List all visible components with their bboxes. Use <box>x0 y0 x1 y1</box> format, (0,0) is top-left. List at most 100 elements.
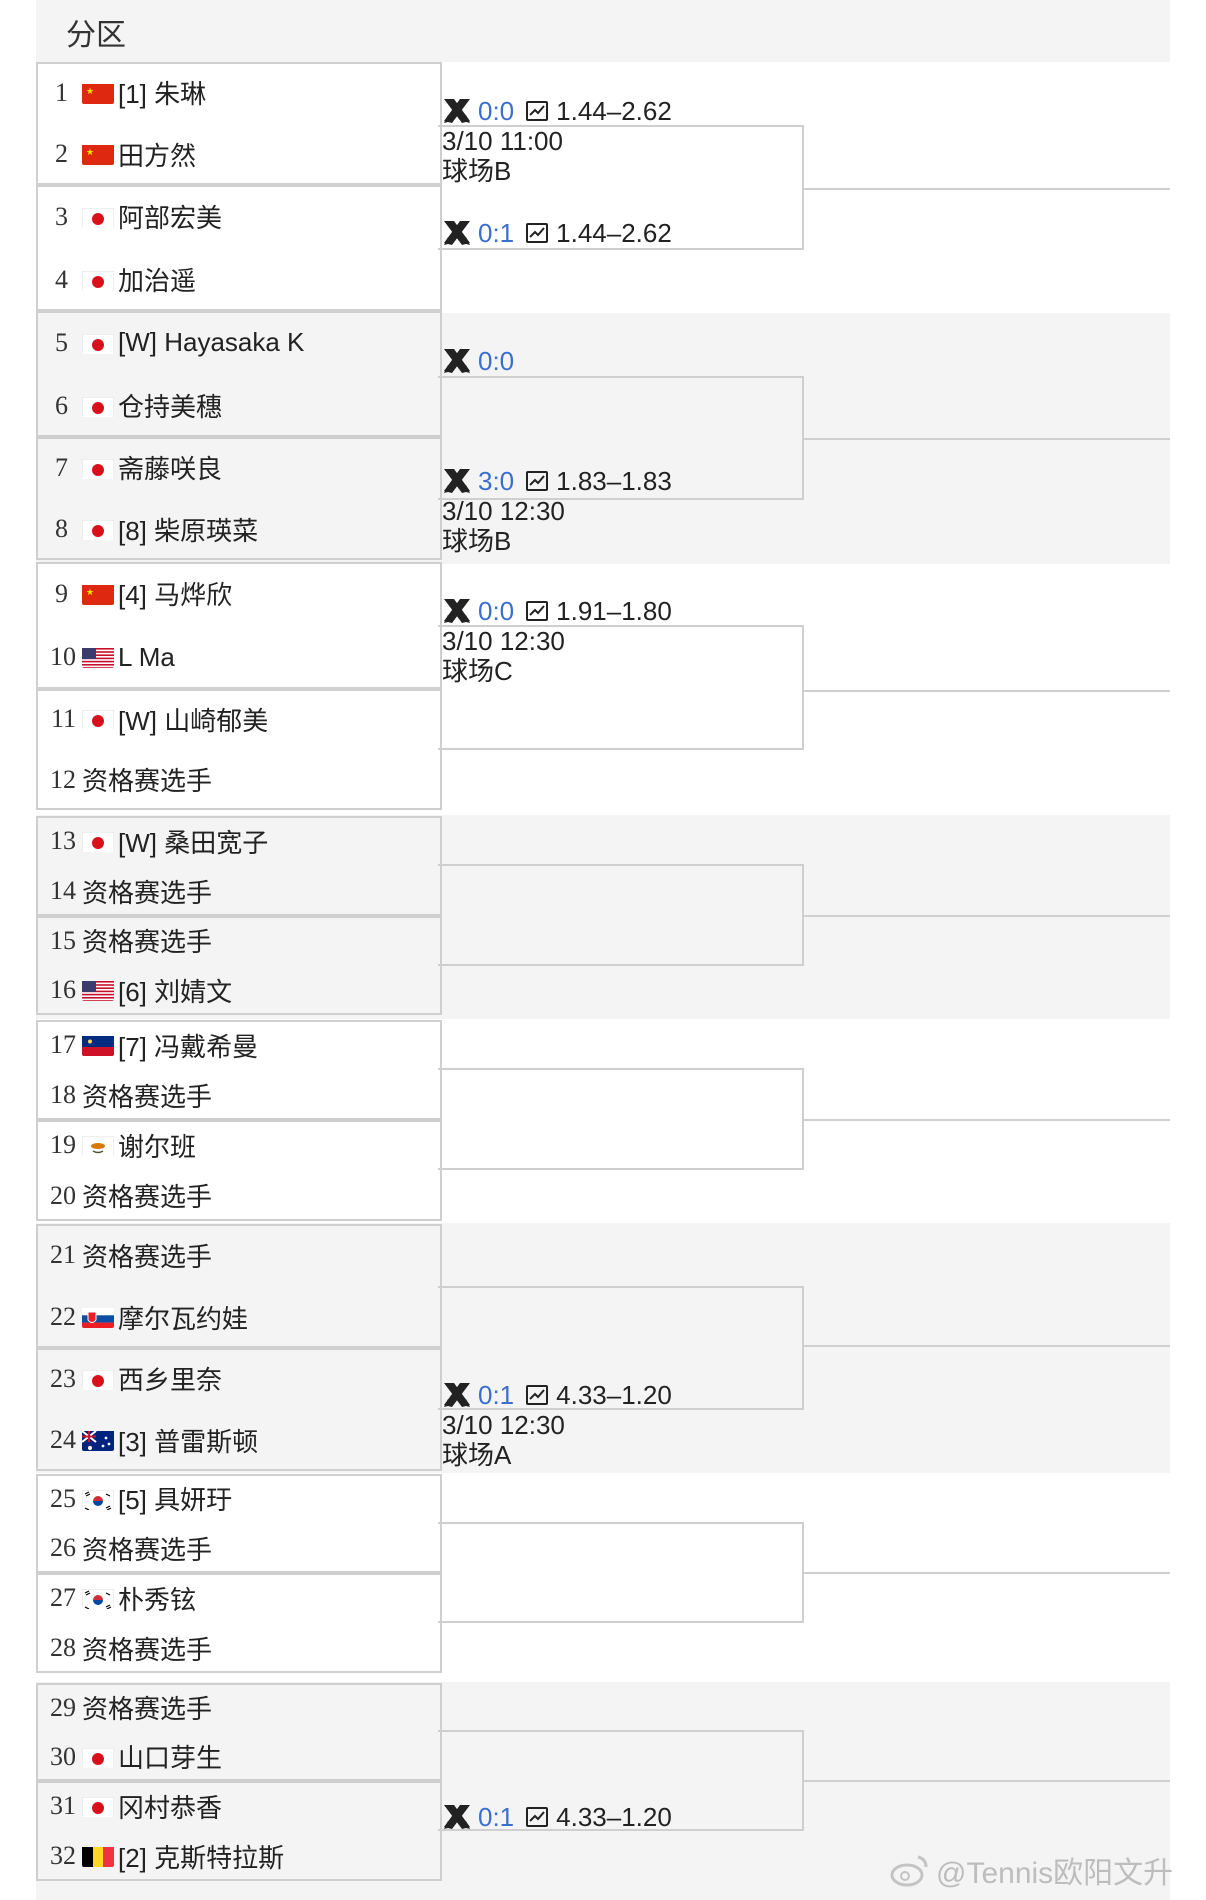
player-row[interactable]: 24[3] 普雷斯顿 <box>36 1410 438 1472</box>
match-info[interactable]: 0:1 4.33–1.20 <box>442 1802 672 1832</box>
player-name[interactable]: [W] Hayasaka K <box>118 327 305 357</box>
player-name[interactable]: 斋藤咲良 <box>118 454 223 485</box>
player-name[interactable]: [W] 桑田宽子 <box>118 827 269 858</box>
player-name[interactable]: 资格赛选手 <box>82 1182 213 1213</box>
match-odds[interactable]: 1.83–1.83 <box>556 466 672 496</box>
match-odds[interactable]: 4.33–1.20 <box>556 1380 672 1410</box>
player-name[interactable]: [1] 朱琳 <box>118 79 207 110</box>
player-name[interactable]: 田方然 <box>118 140 197 171</box>
player-row[interactable]: 2★田方然 <box>36 124 438 186</box>
match-score[interactable]: 0:0 <box>478 346 515 376</box>
player-name[interactable]: 资格赛选手 <box>82 877 213 908</box>
bracket-section <box>36 62 1170 313</box>
match-score[interactable]: 0:1 <box>478 1802 515 1832</box>
match-score[interactable]: 3:0 <box>478 466 515 496</box>
usa-flag-icon <box>82 979 114 1002</box>
player-name[interactable]: [3] 普雷斯顿 <box>118 1426 259 1457</box>
player-row[interactable]: 25[5] 具妍玗 <box>36 1474 438 1524</box>
match-info[interactable]: 0:1 1.44–2.62 <box>442 218 672 248</box>
player-name[interactable]: 仓持美穗 <box>118 392 223 422</box>
match-score[interactable]: 0:0 <box>478 596 515 626</box>
draw-position: 12 <box>50 764 76 794</box>
player-name[interactable]: 资格赛选手 <box>82 766 213 797</box>
player-name[interactable]: 阿部宏美 <box>118 203 223 233</box>
player-name[interactable]: [5] 具妍玗 <box>118 1485 233 1516</box>
player-row[interactable]: 8[8] 柴原瑛菜 <box>36 499 438 561</box>
odds-chart-icon[interactable] <box>526 1807 549 1827</box>
player-name[interactable]: [2] 克斯特拉斯 <box>118 1842 285 1873</box>
player-row[interactable]: 5[W] Hayasaka K <box>36 311 438 374</box>
player-name[interactable]: 资格赛选手 <box>82 1634 213 1665</box>
match-score[interactable]: 0:0 <box>478 96 515 126</box>
player-name[interactable]: 资格赛选手 <box>82 1534 213 1565</box>
player-name[interactable]: 冈村恭香 <box>118 1792 223 1823</box>
player-name[interactable]: 资格赛选手 <box>82 1241 213 1272</box>
player-name[interactable]: 山口芽生 <box>118 1743 223 1773</box>
match-info[interactable]: 0:0 <box>442 346 526 376</box>
draw-position: 9 <box>55 578 68 608</box>
player-name[interactable]: 谢尔班 <box>118 1131 197 1162</box>
player-name[interactable]: [7] 冯戴希曼 <box>118 1031 259 1062</box>
player-name[interactable]: 朴秀铉 <box>118 1584 197 1615</box>
player-name[interactable]: 西乡里奈 <box>118 1365 223 1396</box>
player-name[interactable]: 资格赛选手 <box>82 1694 213 1724</box>
player-row[interactable]: 17[7] 冯戴希曼 <box>36 1020 438 1070</box>
player-name[interactable]: 摩尔瓦约娃 <box>118 1303 249 1334</box>
player-row[interactable]: 30 山口芽生 <box>36 1732 438 1781</box>
odds-chart-icon[interactable] <box>526 471 549 491</box>
player-name[interactable]: L Ma <box>118 641 175 672</box>
match-odds[interactable]: 1.91–1.80 <box>556 596 672 626</box>
player-row[interactable]: 9 ★ [4] 马烨欣 <box>36 562 438 626</box>
player-name[interactable]: [W] 山崎郁美 <box>118 705 269 736</box>
draw-position: 30 <box>50 1741 76 1771</box>
match-score-line: 0:0 1.91–1.80 <box>442 596 672 626</box>
player-row[interactable]: 1★[1] 朱琳 <box>36 62 438 124</box>
odds-chart-icon[interactable] <box>526 1385 549 1405</box>
player-name[interactable]: 资格赛选手 <box>82 927 213 958</box>
player-name[interactable]: 加治遥 <box>118 266 197 296</box>
player-row[interactable]: 11[W] 山崎郁美 <box>36 689 438 750</box>
svg-text:★: ★ <box>86 587 94 597</box>
odds-chart-icon[interactable] <box>526 601 549 621</box>
player-row[interactable]: 16[6] 刘婧文 <box>36 966 438 1016</box>
cyprus-flag-icon <box>82 1134 114 1157</box>
section-title: 分区 <box>66 19 126 52</box>
match-odds[interactable]: 4.33–1.20 <box>556 1802 672 1832</box>
match-odds[interactable]: 1.44–2.62 <box>556 96 672 126</box>
player-name[interactable]: [4] 马烨欣 <box>118 580 233 611</box>
odds-chart-icon[interactable] <box>526 101 549 121</box>
player-row[interactable]: 32[2] 克斯特拉斯 <box>36 1831 438 1881</box>
match-odds[interactable]: 1.44–2.62 <box>556 218 672 248</box>
odds-chart-icon[interactable] <box>526 223 549 243</box>
player-row[interactable]: 13[W] 桑田宽子 <box>36 816 438 866</box>
match-score[interactable]: 0:1 <box>478 218 515 248</box>
player-name[interactable]: [6] 刘婧文 <box>118 976 233 1007</box>
match-score[interactable]: 0:1 <box>478 1380 515 1410</box>
player-name[interactable]: 资格赛选手 <box>82 1081 213 1112</box>
player-name[interactable]: [8] 柴原瑛菜 <box>118 515 259 546</box>
